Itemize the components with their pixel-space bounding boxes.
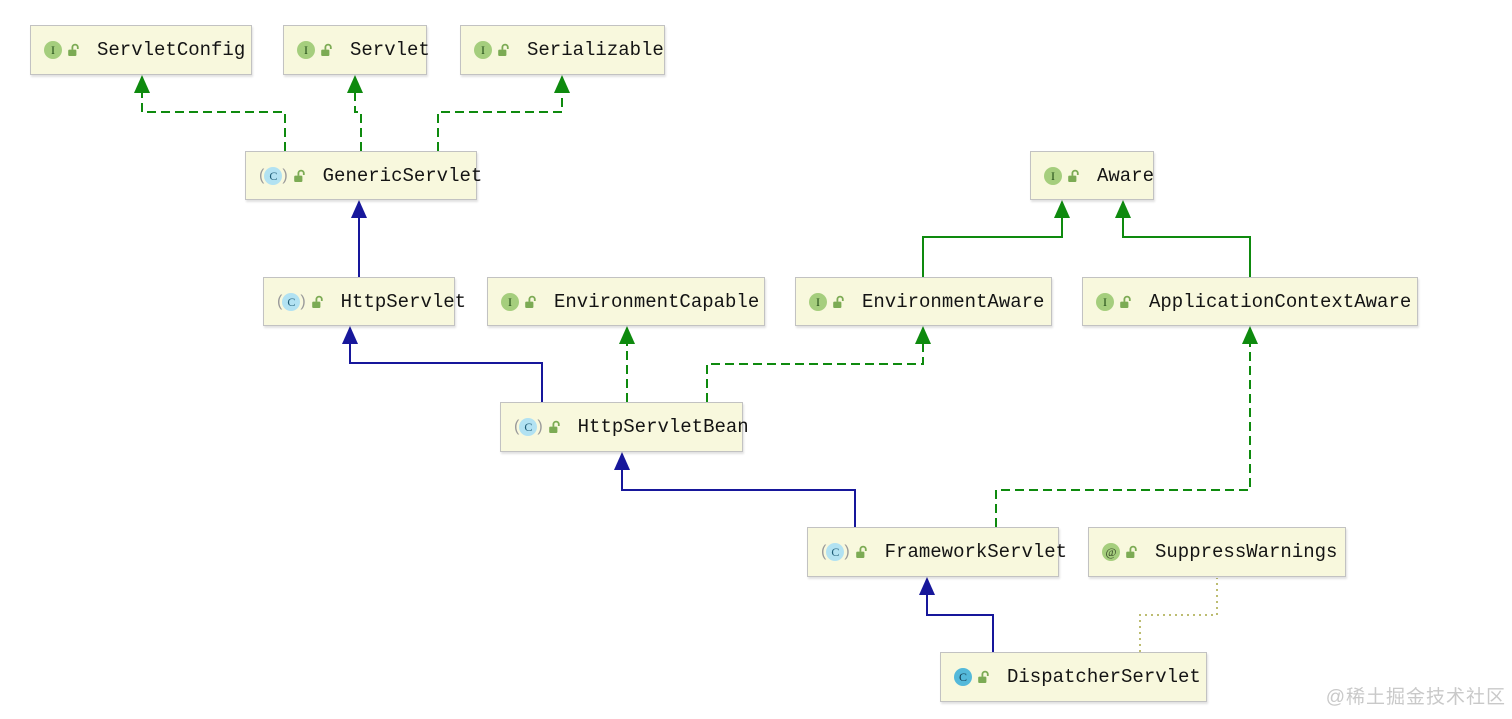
arrowhead-aware <box>1054 200 1070 218</box>
arrowhead-httpservlet <box>342 326 358 344</box>
class-name-label: HttpServletBean <box>577 416 749 438</box>
annotation-icon: @ <box>1102 543 1120 561</box>
abstract-paren-left: ( <box>277 292 283 310</box>
class-node-dispatcherservlet[interactable]: C DispatcherServlet <box>940 652 1207 702</box>
abstract-class-icon: C <box>282 292 301 311</box>
public-unlocked-icon <box>855 545 867 558</box>
edge-environmentaware-to-aware <box>922 202 1063 277</box>
arrowhead-aware <box>1115 200 1131 218</box>
public-unlocked-icon <box>978 670 989 683</box>
interface-icon: I <box>474 41 492 59</box>
class-node-environmentaware[interactable]: I EnvironmentAware <box>795 277 1052 326</box>
class-name-label: DispatcherServlet <box>1007 666 1201 688</box>
edge-httpservletbean-to-httpservlet <box>349 328 543 402</box>
edge-httpservletbean-to-environmentaware <box>706 328 924 402</box>
edge-genericservlet-to-serializable <box>437 77 563 151</box>
abstract-paren-right: ) <box>844 543 850 560</box>
arrowhead-environmentcapable <box>619 326 635 344</box>
interface-icon: I <box>44 41 62 59</box>
interface-icon: I <box>1096 292 1114 311</box>
class-name-label: EnvironmentCapable <box>554 290 760 313</box>
abstract-paren-right: ) <box>537 418 543 435</box>
arrowhead-servlet <box>347 75 363 93</box>
public-unlocked-icon <box>293 169 305 182</box>
edge-frameworkservlet-to-httpservletbean <box>621 454 856 527</box>
public-unlocked-icon <box>68 43 79 56</box>
class-name-label: HttpServlet <box>340 290 467 313</box>
abstract-paren-right: ) <box>300 292 306 310</box>
edge-genericservlet-to-servlet <box>354 77 362 151</box>
class-node-environmentcapable[interactable]: I EnvironmentCapable <box>487 277 765 326</box>
arrowhead-environmentaware <box>915 326 931 344</box>
class-name-label: ServletConfig <box>97 39 246 61</box>
arrowhead-applicationcontextaware <box>1242 326 1258 344</box>
abstract-class-icon: C <box>826 543 845 561</box>
edge-dispatcherservlet-to-frameworkservlet <box>926 579 994 652</box>
class-name-label: Aware <box>1097 164 1155 187</box>
class-node-serializable[interactable]: I Serializable <box>460 25 665 75</box>
class-name-label: Serializable <box>527 39 664 61</box>
class-name-label: EnvironmentAware <box>862 290 1045 313</box>
arrowhead-servletconfig <box>134 75 150 93</box>
edge-frameworkservlet-to-applicationcontextaware <box>995 328 1251 527</box>
interface-icon: I <box>297 41 315 59</box>
class-name-label: SuppressWarnings <box>1155 541 1338 563</box>
class-node-genericservlet[interactable]: ( C ) GenericServlet <box>245 151 482 200</box>
class-name-label: GenericServlet <box>322 164 483 187</box>
class-name-label: Servlet <box>350 39 430 61</box>
abstract-paren-left: ( <box>514 418 520 435</box>
abstract-class-icon: C <box>519 418 538 436</box>
arrowhead-serializable <box>554 75 570 93</box>
abstract-paren-left: ( <box>821 543 827 560</box>
public-unlocked-icon <box>833 295 844 308</box>
public-unlocked-icon <box>1126 545 1137 558</box>
public-unlocked-icon <box>525 295 536 308</box>
class-name-label: ApplicationContextAware <box>1149 290 1412 313</box>
interface-icon: I <box>1044 166 1062 185</box>
class-icon: C <box>954 668 972 686</box>
abstract-paren-right: ) <box>282 166 288 184</box>
class-name-label: FrameworkServlet <box>884 541 1068 563</box>
class-node-httpservletbean[interactable]: ( C ) HttpServletBean <box>500 402 749 452</box>
edge-applicationcontextaware-to-aware <box>1122 202 1251 277</box>
edge-genericservlet-to-servletconfig <box>141 77 286 151</box>
abstract-paren-left: ( <box>259 166 265 184</box>
watermark-text: @稀土掘金技术社区 <box>1325 687 1506 708</box>
public-unlocked-icon <box>1120 295 1131 308</box>
interface-icon: I <box>501 292 519 311</box>
interface-icon: I <box>809 292 827 311</box>
class-node-suppresswarnings[interactable]: @ SuppressWarnings <box>1088 527 1346 577</box>
class-node-httpservlet[interactable]: ( C ) HttpServlet <box>263 277 466 326</box>
class-node-frameworkservlet[interactable]: ( C ) FrameworkServlet <box>807 527 1067 577</box>
public-unlocked-icon <box>1068 169 1079 182</box>
arrowhead-frameworkservlet <box>919 577 935 595</box>
public-unlocked-icon <box>321 43 332 56</box>
public-unlocked-icon <box>311 295 323 308</box>
arrowhead-genericservlet <box>351 200 367 218</box>
class-node-servletconfig[interactable]: I ServletConfig <box>30 25 252 75</box>
class-node-aware[interactable]: I Aware <box>1030 151 1154 200</box>
arrowhead-httpservletbean <box>614 452 630 470</box>
public-unlocked-icon <box>498 43 509 56</box>
class-node-servlet[interactable]: I Servlet <box>283 25 430 75</box>
public-unlocked-icon <box>548 420 560 433</box>
edge-dispatcherservlet-to-suppresswarnings <box>1139 578 1218 652</box>
class-node-applicationcontextaware[interactable]: I ApplicationContextAware <box>1082 277 1418 326</box>
abstract-class-icon: C <box>264 166 283 185</box>
